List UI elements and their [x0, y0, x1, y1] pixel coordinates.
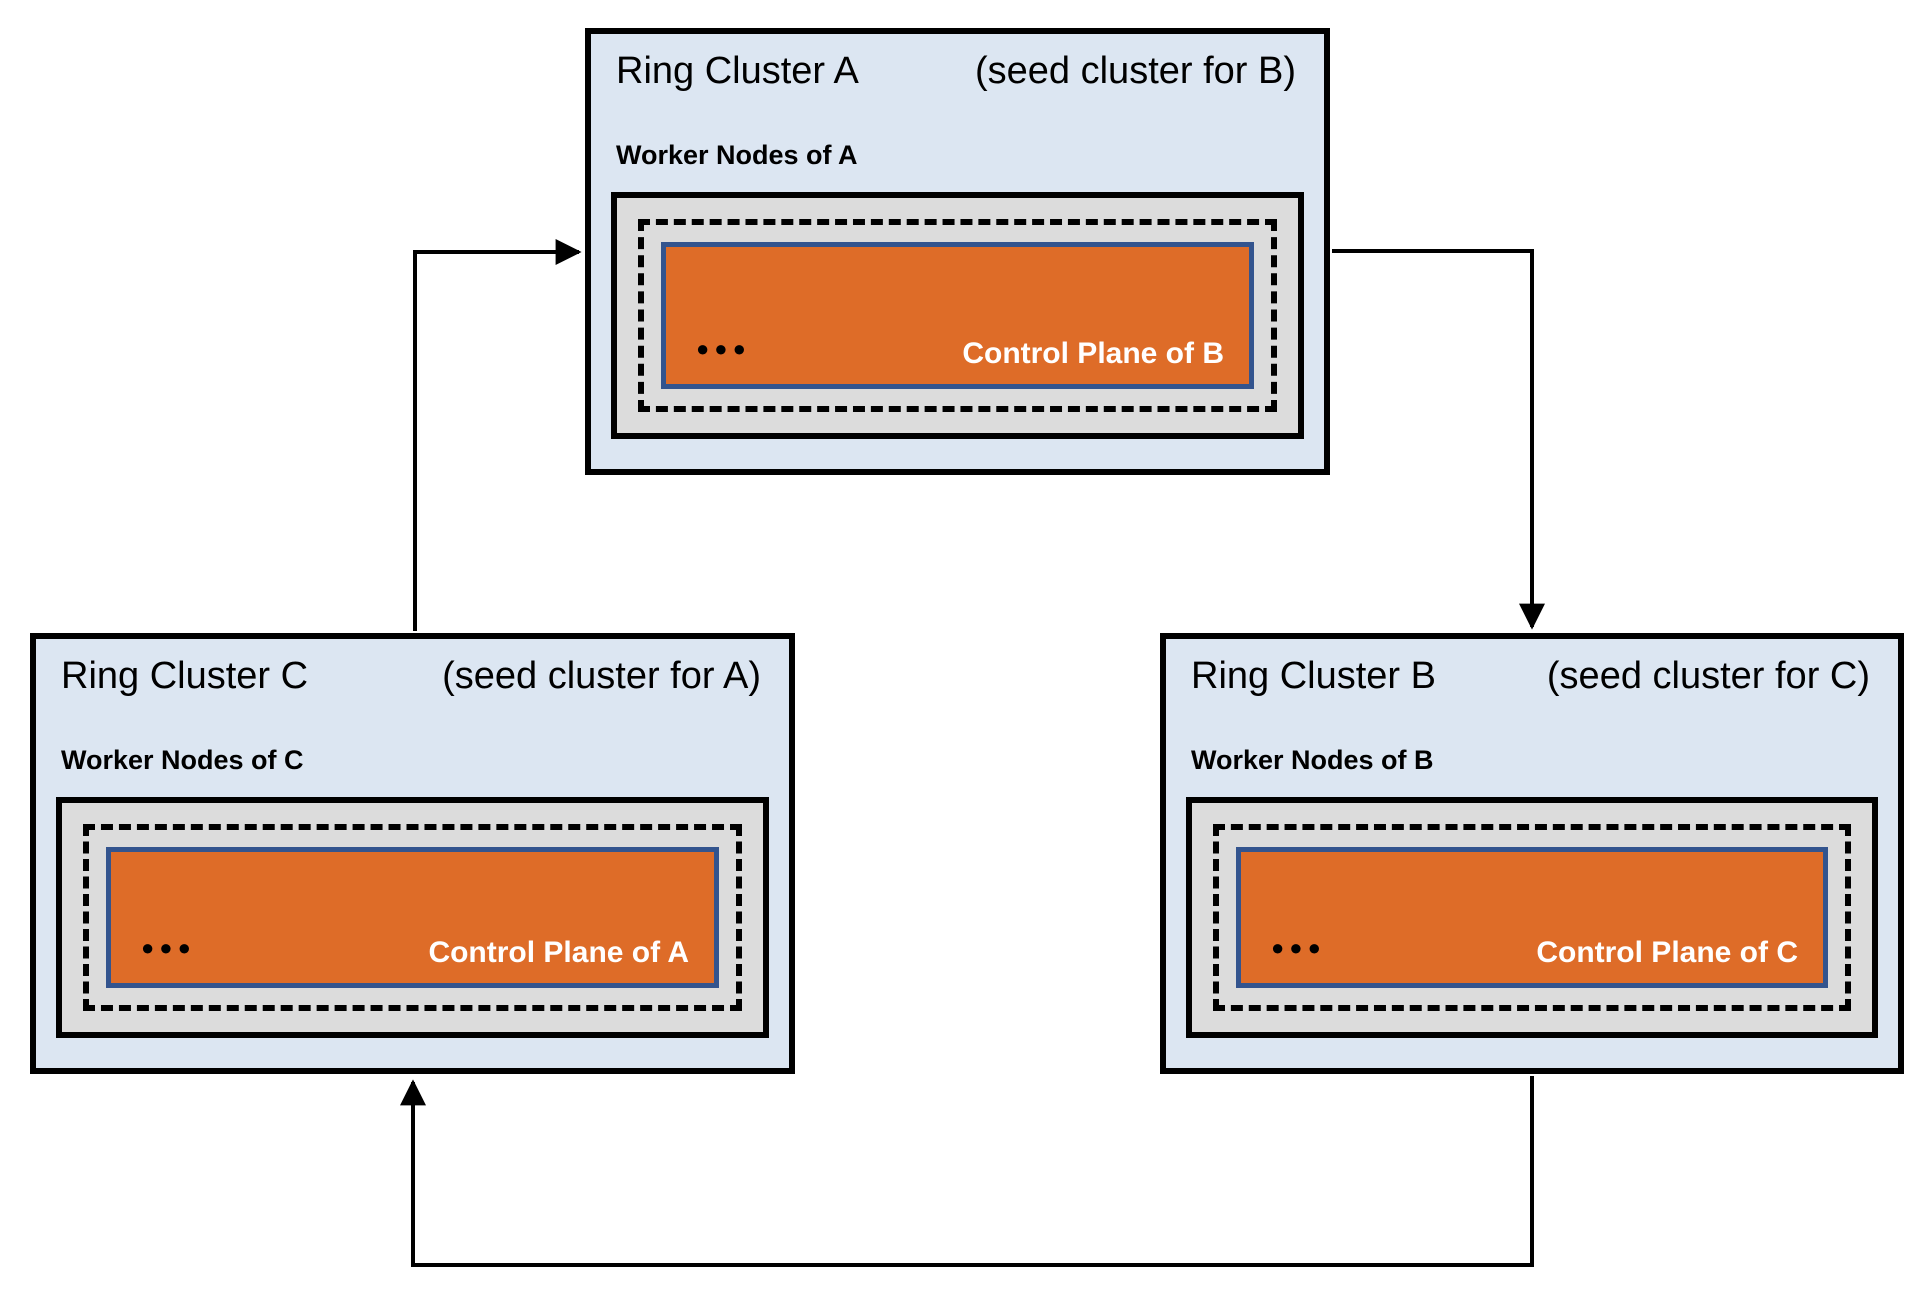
cluster-c-seed-note: (seed cluster for A): [442, 655, 761, 697]
ellipsis-dots: ●●●: [696, 336, 751, 361]
arrow-c-to-a: [413, 239, 582, 631]
cluster-b-dashed-boundary: ●●● Control Plane of C: [1213, 824, 1851, 1011]
cluster-b-seed-note: (seed cluster for C): [1546, 655, 1870, 697]
arrow-a-to-b: [1332, 249, 1545, 630]
cluster-a-hosted-control-plane-box: ●●● Control Plane of B: [661, 242, 1254, 389]
cluster-b-title-row: Ring Cluster B (seed cluster for C): [1166, 639, 1898, 699]
cluster-c-worker-label: Worker Nodes of C: [61, 745, 304, 775]
cluster-c-title-row: Ring Cluster C (seed cluster for A): [36, 639, 789, 699]
cluster-a-worker-nodes-box: ●●● Control Plane of B: [611, 192, 1304, 439]
arrow-b-to-c: [400, 1076, 1534, 1267]
cluster-a-dashed-boundary: ●●● Control Plane of B: [638, 219, 1277, 412]
cluster-b-worker-label: Worker Nodes of B: [1191, 745, 1434, 775]
cluster-a-worker-label: Worker Nodes of A: [616, 140, 858, 170]
cluster-a: Ring Cluster A (seed cluster for B) Work…: [585, 28, 1330, 475]
cluster-a-title-row: Ring Cluster A (seed cluster for B): [591, 34, 1324, 94]
cluster-c-dashed-boundary: ●●● Control Plane of A: [83, 824, 742, 1011]
cluster-c-control-plane-label: Control Plane of A: [428, 936, 689, 969]
cluster-a-seed-note: (seed cluster for B): [975, 50, 1296, 92]
cluster-a-control-plane-label: Control Plane of B: [962, 337, 1224, 370]
cluster-b-control-plane-label: Control Plane of C: [1536, 936, 1798, 969]
ellipsis-dots: ●●●: [1271, 935, 1326, 960]
cluster-c-hosted-control-plane-box: ●●● Control Plane of A: [106, 847, 719, 988]
cluster-c: Ring Cluster C (seed cluster for A) Work…: [30, 633, 795, 1074]
cluster-c-worker-nodes-box: ●●● Control Plane of A: [56, 797, 769, 1038]
cluster-c-name: Ring Cluster C: [61, 655, 309, 697]
cluster-b-name: Ring Cluster B: [1191, 655, 1436, 697]
cluster-b-worker-nodes-box: ●●● Control Plane of C: [1186, 797, 1878, 1038]
ellipsis-dots: ●●●: [141, 935, 196, 960]
cluster-b: Ring Cluster B (seed cluster for C) Work…: [1160, 633, 1904, 1074]
cluster-a-name: Ring Cluster A: [616, 50, 859, 92]
cluster-b-hosted-control-plane-box: ●●● Control Plane of C: [1236, 847, 1828, 988]
